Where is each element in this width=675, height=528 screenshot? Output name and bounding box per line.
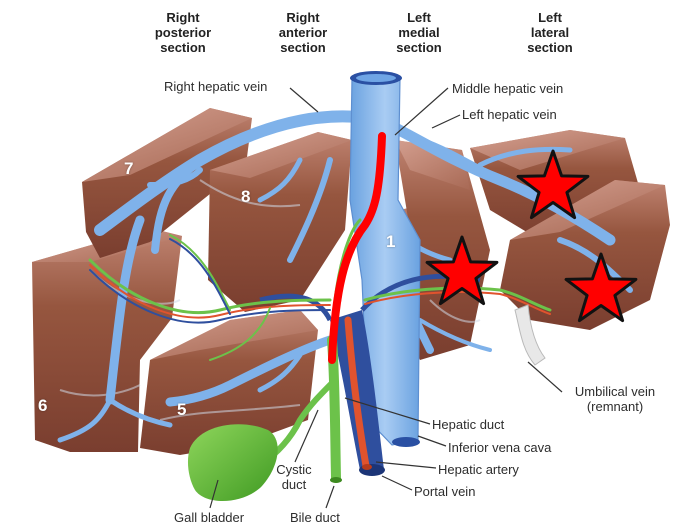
segment-number-1: 1 — [386, 232, 395, 252]
header-right-posterior-section: Right posterior section — [138, 10, 228, 55]
segment-number-6: 6 — [38, 396, 47, 416]
label-umbilical-vein: Umbilical vein (remnant) — [560, 384, 670, 414]
label-bile-duct: Bile duct — [290, 510, 340, 525]
header-left-medial-section: Left medial section — [374, 10, 464, 55]
segment-number-8: 8 — [241, 187, 250, 207]
header-right-anterior-section: Right anterior section — [258, 10, 348, 55]
segment-number-7: 7 — [124, 159, 133, 179]
label-right-hepatic-vein: Right hepatic vein — [164, 79, 267, 94]
label-cystic-duct: Cystic duct — [264, 462, 324, 492]
label-left-hepatic-vein: Left hepatic vein — [462, 107, 557, 122]
label-hepatic-artery: Hepatic artery — [438, 462, 519, 477]
label-hepatic-duct: Hepatic duct — [432, 417, 504, 432]
label-middle-hepatic-vein: Middle hepatic vein — [452, 81, 563, 96]
label-portal-vein: Portal vein — [414, 484, 475, 499]
header-left-lateral-section: Left lateral section — [505, 10, 595, 55]
label-inferior-vena-cava: Inferior vena cava — [448, 440, 551, 455]
segment-number-5: 5 — [177, 400, 186, 420]
label-gall-bladder: Gall bladder — [174, 510, 244, 525]
